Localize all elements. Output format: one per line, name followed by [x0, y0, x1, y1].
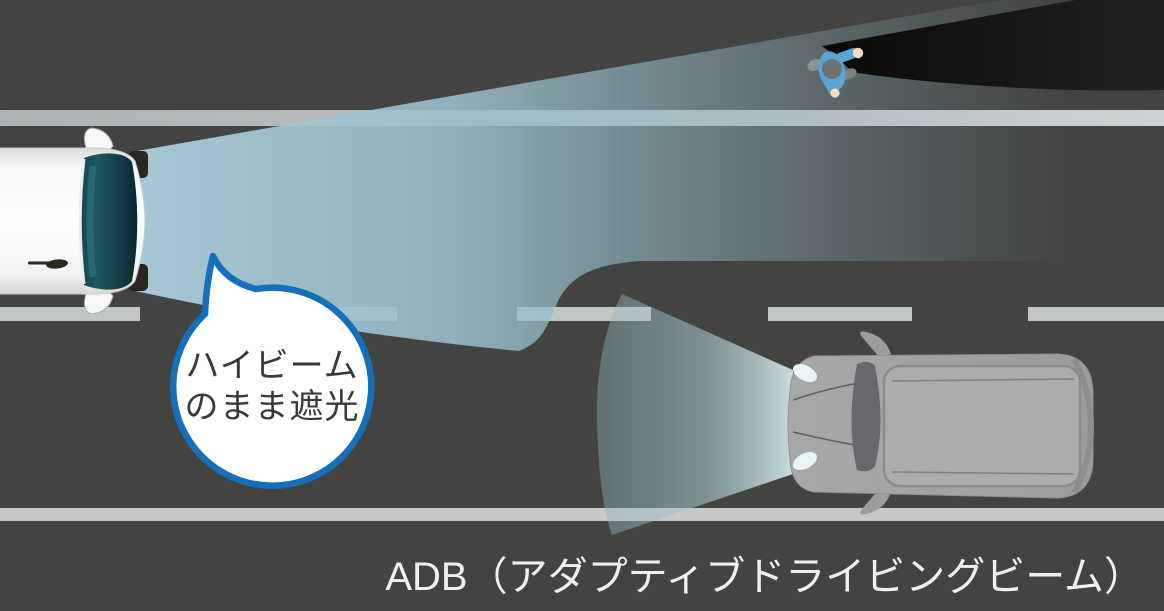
pedestrian-arm-front	[835, 48, 859, 63]
oncoming-car	[787, 331, 1095, 515]
ego-car-antenna-stem	[28, 261, 50, 265]
road-edge-line	[0, 508, 1164, 521]
oncoming-car-mirror-top	[860, 331, 891, 358]
ego-car-pillar-highlight	[78, 158, 86, 285]
pedestrian-head	[822, 59, 842, 79]
oncoming-car-windshield	[851, 361, 881, 472]
pedestrian-shadow	[822, 0, 1164, 91]
oncoming-car-rear-edge	[1071, 357, 1095, 495]
oncoming-car-mirror-bottom	[860, 488, 891, 515]
oncoming-car-headlight-top	[792, 363, 818, 383]
lane-dash	[1028, 307, 1164, 321]
oncoming-car-headlight-bottom	[792, 451, 818, 471]
ego-car-antenna	[46, 259, 68, 269]
caption: ADB（アダプティブドライビングビーム）	[385, 549, 1144, 599]
pedestrian-hand-front	[852, 47, 864, 59]
speech-bubble-line2: のまま遮光	[184, 388, 360, 426]
oncoming-car-roof	[882, 364, 1082, 488]
speech-bubble	[169, 252, 375, 489]
pedestrian-hand-back	[830, 88, 840, 98]
oncoming-car-roof-line-bottom	[891, 471, 1075, 475]
lane-dash	[0, 307, 140, 321]
speech-bubble-text: ハイビーム のまま遮光	[162, 346, 382, 428]
caption-text: ADB（アダプティブドライビングビーム）	[385, 555, 1144, 599]
oncoming-car-roof-line-top	[891, 378, 1075, 382]
speech-bubble-line1: ハイビーム	[185, 347, 359, 385]
ego-car-windshield-highlight	[86, 165, 97, 278]
oncoming-low-beam	[596, 294, 793, 535]
pedestrian	[807, 47, 864, 98]
lane-dash	[768, 307, 912, 321]
high-beam	[131, 0, 1164, 351]
ego-car	[0, 127, 148, 315]
speech-bubble-shape	[169, 252, 375, 489]
